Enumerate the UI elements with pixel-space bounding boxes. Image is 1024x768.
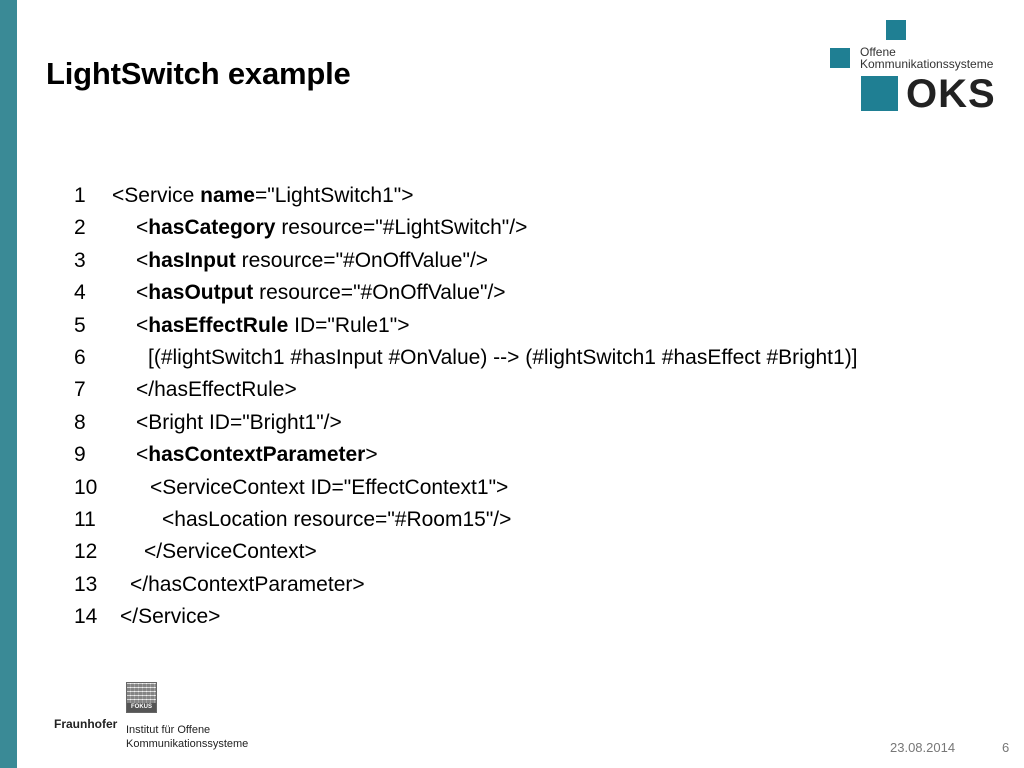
- line-number: 14: [74, 605, 98, 629]
- oks-logo-square-icon: [830, 48, 850, 68]
- code-text: </hasContextParameter>: [130, 572, 365, 596]
- code-keyword: hasCategory: [148, 216, 276, 240]
- code-text: resource="#LightSwitch"/>: [275, 216, 528, 240]
- code-line: 5 <hasEffectRule ID="Rule1">: [74, 310, 858, 342]
- code-keyword: hasContextParameter: [148, 443, 366, 467]
- fraunhofer-name: Fraunhofer: [54, 717, 118, 731]
- code-line: 4 <hasOutput resource="#OnOffValue"/>: [74, 277, 858, 309]
- code-listing: 1<Service name="LightSwitch1">2<hasCateg…: [74, 180, 858, 633]
- code-line: 1 <Service name="LightSwitch1">: [74, 180, 858, 212]
- code-text: resource="#OnOffValue"/>: [235, 248, 489, 272]
- code-line: 9 <hasContextParameter>: [74, 439, 858, 471]
- code-keyword: hasOutput: [148, 281, 254, 305]
- code-text: <: [136, 281, 149, 305]
- line-number: 13: [74, 572, 98, 596]
- slide-date: 23.08.2014: [890, 740, 956, 755]
- oks-logo-square-icon: [861, 76, 898, 111]
- line-number: 1: [74, 184, 86, 207]
- line-number: 10: [74, 475, 98, 499]
- code-text: </Service>: [120, 605, 221, 629]
- fokus-grid-icon: FOKUS: [126, 682, 157, 713]
- code-line: 6 [(#lightSwitch1 #hasInput #OnValue) -->…: [74, 342, 858, 374]
- code-line: 11 <hasLocation resource="#Room15"/>: [74, 504, 858, 536]
- line-number: 2: [74, 216, 86, 240]
- code-keyword: hasInput: [148, 248, 236, 272]
- code-text: <: [136, 248, 149, 272]
- code-line: 14 </Service>: [74, 601, 858, 633]
- slide-title: LightSwitch example: [46, 56, 351, 91]
- code-text: ID="Rule1">: [288, 313, 410, 337]
- institute-line1: Institut für Offene: [126, 724, 211, 736]
- code-text: resource="#OnOffValue"/>: [253, 281, 506, 305]
- line-number: 8: [74, 410, 86, 434]
- line-number: 12: [74, 540, 98, 564]
- institute-line2: Kommunikationssysteme: [126, 738, 249, 750]
- code-text: </ServiceContext>: [144, 540, 317, 564]
- line-number: 7: [74, 378, 86, 402]
- code-text: <Service: [112, 184, 201, 207]
- line-number: 3: [74, 248, 86, 272]
- oks-logo-line2: Kommunikationssysteme: [860, 57, 994, 71]
- code-line: 2 <hasCategory resource="#LightSwitch"/>: [74, 212, 858, 244]
- code-line: 7 </hasEffectRule>: [74, 374, 858, 406]
- code-text: <ServiceContext ID="EffectContext1">: [150, 475, 509, 499]
- line-number: 6: [74, 345, 86, 369]
- line-number: 4: [74, 281, 86, 305]
- code-keyword: hasEffectRule: [148, 313, 289, 337]
- code-line: 8 <Bright ID="Bright1"/>: [74, 407, 858, 439]
- fokus-badge: FOKUS: [127, 703, 156, 712]
- slide-page-number: 6: [1002, 740, 1010, 755]
- oks-logo-word: OKS: [906, 72, 996, 116]
- left-accent-bar: [0, 0, 17, 768]
- code-line: 3 <hasInput resource="#OnOffValue"/>: [74, 245, 858, 277]
- oks-logo: Offene Kommunikationssysteme OKS: [828, 18, 1018, 118]
- code-text: [(#lightSwitch1 #hasInput #OnValue) --> …: [148, 345, 858, 369]
- line-number: 5: [74, 313, 86, 337]
- code-text: <: [136, 216, 149, 240]
- code-line: 10 <ServiceContext ID="EffectContext1">: [74, 472, 858, 504]
- code-line: 13 </hasContextParameter>: [74, 569, 858, 601]
- code-text: </hasEffectRule>: [136, 378, 297, 402]
- code-keyword: name: [200, 184, 255, 207]
- code-line: 12 </ServiceContext>: [74, 536, 858, 568]
- code-text: <Bright ID="Bright1"/>: [136, 410, 342, 434]
- code-text: <hasLocation resource="#Room15"/>: [162, 507, 512, 531]
- code-text: <: [136, 443, 149, 467]
- line-number: 11: [74, 507, 96, 531]
- line-number: 9: [74, 443, 86, 467]
- oks-logo-line1: Offene: [860, 45, 896, 59]
- code-text: >: [365, 443, 378, 467]
- fraunhofer-logo: FOKUS Fraunhofer Institut für Offene Kom…: [54, 680, 274, 756]
- code-text: ="LightSwitch1">: [254, 184, 414, 207]
- oks-logo-square-icon: [886, 20, 906, 40]
- code-text: <: [136, 313, 149, 337]
